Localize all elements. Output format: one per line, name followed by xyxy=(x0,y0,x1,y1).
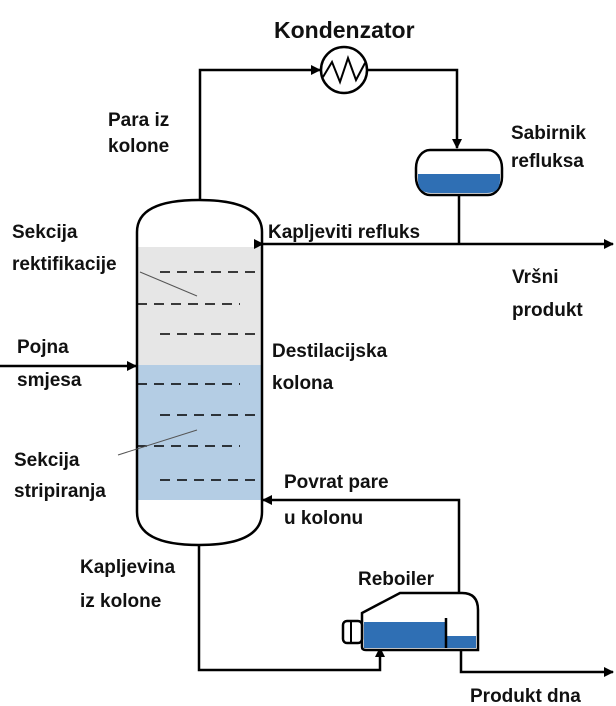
liquid-reflux-label: Kapljeviti refluks xyxy=(268,222,420,243)
reboiler-label: Reboiler xyxy=(358,569,435,590)
reflux-drum xyxy=(414,148,504,197)
reflux-drum-label-2: refluksa xyxy=(511,151,584,172)
rectification-section-label-2: rektifikacije xyxy=(12,254,117,275)
vapor-return-label: Povrat pare xyxy=(284,472,389,493)
condenser-coil-icon xyxy=(322,54,366,85)
condenser xyxy=(319,45,369,95)
reboiler-tube-bundle xyxy=(341,619,364,645)
stripping-section xyxy=(137,365,262,500)
vapor-from-column-label: Para iz xyxy=(108,110,169,131)
rectification-section-label: Sekcija xyxy=(12,222,78,243)
reboiler xyxy=(341,591,480,652)
stripping-leader xyxy=(117,429,198,456)
column-trays xyxy=(137,271,262,481)
overhead-vapor-line xyxy=(198,65,462,200)
stripping-section-label: Sekcija xyxy=(14,450,80,471)
liquid-from-column-label-2: iz kolone xyxy=(80,591,161,612)
column-label-2: kolona xyxy=(272,373,334,394)
distillation-column xyxy=(117,198,264,547)
reboiler-liquid xyxy=(364,622,446,648)
bottoms-line xyxy=(197,545,385,672)
bottom-product-label: Produkt dna xyxy=(470,686,581,706)
feed-label: Pojna xyxy=(17,337,69,358)
rectification-leader xyxy=(139,271,198,297)
top-product-label-2: produkt xyxy=(512,300,583,321)
feed-label-2: smjesa xyxy=(17,370,82,391)
reboiler-liquid-overflow xyxy=(447,636,476,648)
column-label: Destilacijska xyxy=(272,341,388,362)
rectification-section xyxy=(137,247,262,365)
condenser-label: Kondenzator xyxy=(274,17,415,43)
column-shell xyxy=(135,198,264,547)
vapor-from-column-label-2: kolone xyxy=(108,136,169,157)
reflux-drum-liquid xyxy=(418,174,500,193)
reflux-drum-label: Sabirnik xyxy=(511,123,586,144)
top-product-label: Vršni xyxy=(512,267,558,288)
bottom-product-line xyxy=(459,650,614,677)
vapor-return-label-2: u kolonu xyxy=(284,508,363,529)
stripping-section-label-2: stripiranja xyxy=(14,481,106,502)
vapor-return-line xyxy=(262,495,461,596)
liquid-from-column-label: Kapljevina xyxy=(80,557,175,578)
reflux-lines xyxy=(254,195,614,249)
